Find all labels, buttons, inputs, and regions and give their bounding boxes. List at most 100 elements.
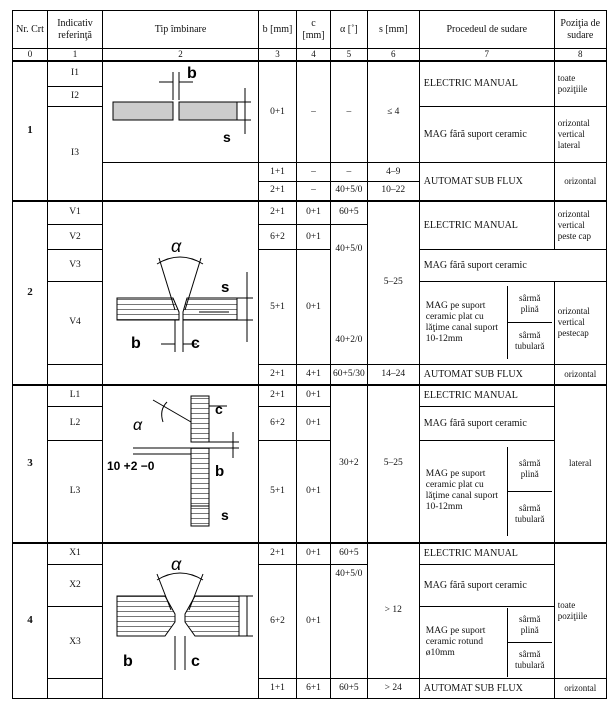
- c-value: 0+1: [296, 199, 331, 225]
- procedure: MAG pe suport ceramic plat cu lăţime can…: [418, 440, 555, 543]
- procedure: AUTOMAT SUB FLUX: [418, 677, 555, 699]
- b-value: 2+1: [258, 181, 297, 201]
- alpha-value: –: [330, 60, 368, 163]
- s-value: 5–25: [366, 199, 420, 365]
- alpha-b: 40+2/0: [335, 334, 363, 345]
- b-value: 6+2: [258, 406, 297, 441]
- label-s: s: [221, 279, 229, 296]
- ref-V4: V4: [47, 280, 103, 366]
- b-value: 0+1: [258, 60, 297, 163]
- procedure-mag-plat: MAG pe suport ceramic plat cu lăţime can…: [425, 469, 499, 513]
- col-number: 0: [12, 48, 48, 62]
- proc-subtable: MAG pe suport ceramic plat cu lăţime can…: [424, 286, 552, 360]
- c-value: 4+1: [296, 364, 331, 385]
- x-joint-diagram: α b c: [116, 554, 253, 670]
- alpha-value: 60+5: [330, 199, 368, 225]
- c-value: –: [296, 60, 331, 163]
- l-joint-diagram: α c b s 10 +2 −0: [107, 395, 239, 526]
- procedure: ELECTRIC MANUAL: [418, 541, 555, 565]
- butt-joint-diagram: b s: [112, 65, 251, 145]
- position: orizontal vertical peste cap: [553, 199, 607, 251]
- label-b: b: [187, 65, 197, 82]
- s-value: 4–9: [366, 162, 420, 182]
- col-number: 2: [102, 48, 259, 62]
- position: toate poziţiile: [553, 541, 607, 679]
- ref-V2: V2: [47, 223, 103, 251]
- joint-figure-I: b s: [102, 60, 259, 163]
- ref-L3: L3: [47, 440, 103, 543]
- alpha-value: 30+2: [330, 383, 368, 543]
- ref-I2: I2: [47, 85, 103, 107]
- c-value: 0+1: [296, 406, 331, 441]
- alpha-value: 40+5/0 40+2/0: [330, 224, 368, 365]
- c-value: 0+1: [296, 541, 331, 565]
- b-value: 2+1: [258, 364, 297, 385]
- label-alpha: α: [171, 236, 182, 256]
- b-value: 2+1: [258, 541, 297, 565]
- c-value: 0+1: [296, 383, 331, 407]
- wire-tubulara: sârmă tubulară: [506, 322, 552, 360]
- c-value: 0+1: [296, 564, 331, 679]
- position: orizontal: [553, 677, 607, 699]
- col-number: 5: [330, 48, 368, 62]
- alpha-value: 40+5/0: [330, 564, 368, 679]
- header-pozitia: Poziţia de sudare: [553, 10, 607, 49]
- position: toate poziţiile: [553, 60, 607, 107]
- wire-tubulara: sârmă tubulară: [506, 491, 552, 536]
- header-alpha: α [˚]: [330, 10, 368, 49]
- header-tip: Tip îmbinare: [102, 10, 259, 49]
- joint-figure-filler: [102, 162, 259, 201]
- procedure: MAG fără suport ceramic: [418, 406, 555, 441]
- procedure: AUTOMAT SUB FLUX: [418, 364, 555, 385]
- label-c: c: [215, 401, 223, 417]
- alpha-value: –: [330, 162, 368, 182]
- c-value: 6+1: [296, 677, 331, 699]
- group-number: 2: [12, 199, 48, 385]
- c-value: 0+1: [296, 440, 331, 543]
- joint-figure-V: α s b c: [102, 199, 259, 385]
- col-number: 6: [366, 48, 420, 62]
- b-value: 6+2: [258, 564, 297, 679]
- col-number: 7: [418, 48, 555, 62]
- joint-figure-X: α b c: [102, 541, 259, 699]
- procedure: AUTOMAT SUB FLUX: [418, 162, 555, 201]
- ref-X3: X3: [47, 605, 103, 679]
- alpha-value: 60+5: [330, 541, 368, 565]
- s-value: 10–22: [366, 181, 420, 201]
- s-value: > 24: [366, 677, 420, 699]
- ref-X1: X1: [47, 541, 103, 565]
- procedure: MAG pe suport ceramic plat cu lăţime can…: [418, 280, 555, 366]
- b-value: 5+1: [258, 249, 297, 365]
- c-value: –: [296, 181, 331, 201]
- label-b: b: [131, 335, 141, 352]
- s-value: 14–24: [366, 364, 420, 385]
- c-value: 0+1: [296, 223, 331, 251]
- proc-subtable: MAG pe suport ceramic rotund ø10mm sârmă…: [424, 607, 552, 677]
- position: orizontal vertical pestecap: [553, 280, 607, 366]
- label-c: c: [191, 335, 200, 352]
- col-number: 4: [296, 48, 331, 62]
- b-value: 2+1: [258, 199, 297, 225]
- joint-figure-L: α c b s 10 +2 −0: [102, 383, 259, 543]
- label-10: 10 +2 −0: [107, 459, 155, 473]
- position: orizontal vertical lateral: [553, 105, 607, 163]
- procedure: ELECTRIC MANUAL: [418, 199, 555, 251]
- b-value: 1+1: [258, 162, 297, 182]
- col-number: 8: [553, 48, 607, 62]
- label-alpha: α: [133, 417, 143, 434]
- group-number: 1: [12, 60, 48, 201]
- b-value: 5+1: [258, 440, 297, 543]
- col-number: 3: [258, 48, 297, 62]
- alpha-value: 60+5: [330, 677, 368, 699]
- wire-plina: sârmă plină: [506, 446, 552, 492]
- ref-X2: X2: [47, 564, 103, 607]
- procedure: ELECTRIC MANUAL: [418, 60, 555, 107]
- b-value: 6+2: [258, 223, 297, 251]
- ref-I1: I1: [47, 60, 103, 87]
- position: lateral: [553, 383, 607, 543]
- ref-V3: V3: [47, 249, 103, 282]
- alpha-a: 40+5/0: [335, 243, 363, 254]
- s-value: ≤ 4: [366, 60, 420, 163]
- header-nr: Nr. Crt: [12, 10, 48, 49]
- procedure: MAG fără suport ceramic: [418, 564, 555, 607]
